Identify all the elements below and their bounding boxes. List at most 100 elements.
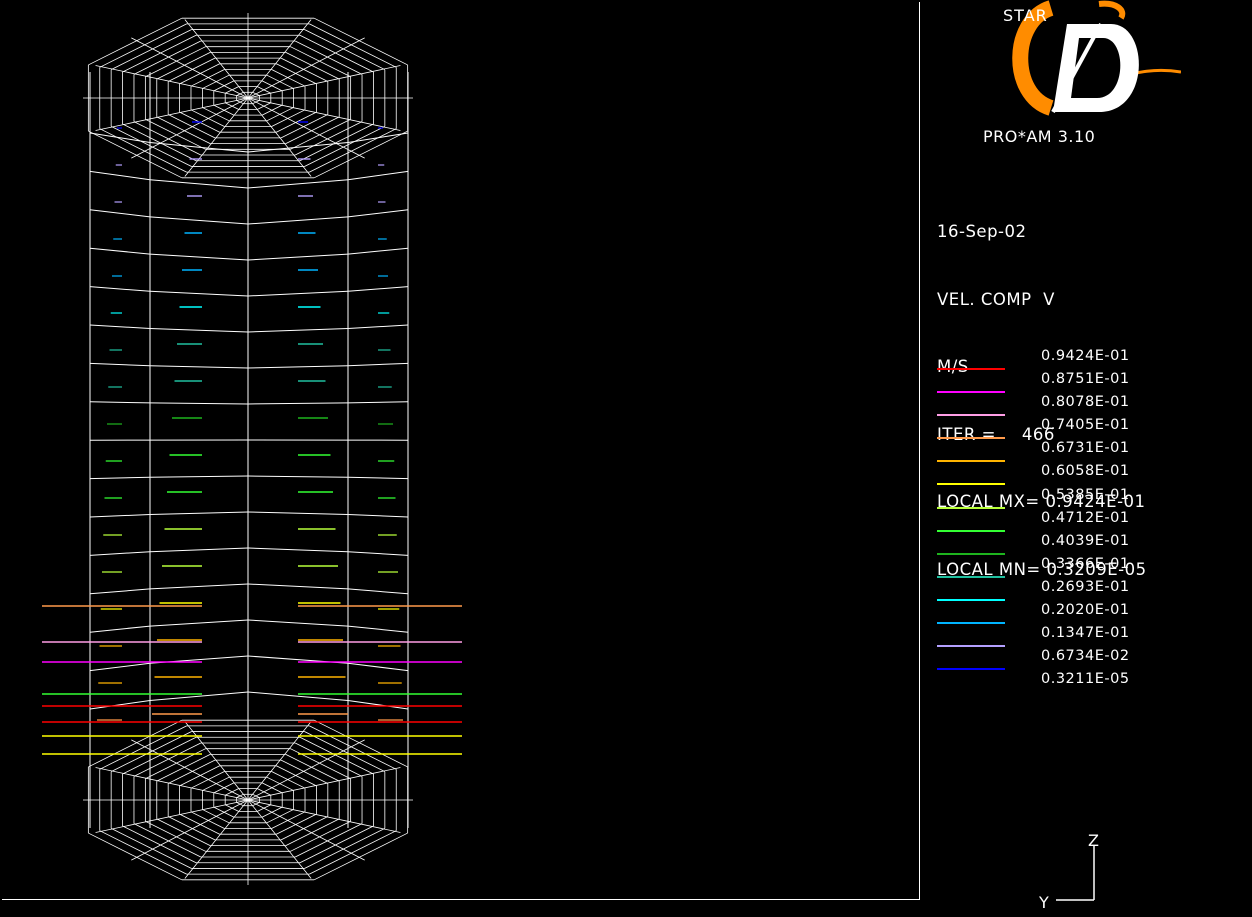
mesh-line bbox=[131, 799, 249, 861]
mesh-line bbox=[290, 748, 351, 780]
mesh-line bbox=[122, 825, 197, 864]
mesh-line bbox=[89, 588, 151, 595]
mesh-line bbox=[271, 69, 306, 87]
mesh-line bbox=[202, 776, 230, 791]
legend-row: 0.9424E-01 bbox=[935, 346, 1235, 370]
mesh-line bbox=[247, 691, 349, 701]
mesh-line bbox=[179, 63, 220, 85]
mesh-line bbox=[295, 823, 363, 858]
mesh-line bbox=[247, 799, 401, 833]
mesh-line bbox=[285, 754, 340, 782]
mesh-line bbox=[88, 719, 183, 768]
mesh-line bbox=[276, 765, 317, 787]
mesh-line bbox=[347, 170, 409, 181]
axis-triad-graphic: Z Y bbox=[1038, 831, 1099, 912]
legend-value: 0.6731E-01 bbox=[1041, 440, 1130, 457]
mesh-line bbox=[285, 818, 340, 846]
legend-row: 0.5385E-01 bbox=[935, 485, 1235, 509]
local-max-label: LOCAL MX= 0.9424E-01 bbox=[937, 492, 1146, 511]
mesh-line bbox=[149, 142, 249, 153]
mesh-line bbox=[89, 625, 151, 633]
mesh-line bbox=[295, 40, 363, 75]
mesh-line bbox=[299, 123, 374, 162]
legend-swatch bbox=[937, 437, 1005, 440]
mesh-line bbox=[89, 362, 151, 367]
mesh-line bbox=[149, 328, 249, 333]
legend-value: 0.4039E-01 bbox=[1041, 532, 1130, 549]
mesh-line bbox=[290, 820, 351, 852]
mesh-viewport[interactable] bbox=[2, 2, 920, 900]
legend-row: 0.6731E-01 bbox=[935, 438, 1235, 463]
mesh-line bbox=[347, 551, 409, 556]
mesh-line bbox=[280, 816, 329, 841]
mesh-line bbox=[266, 107, 294, 122]
mesh-line bbox=[266, 809, 294, 824]
mesh-line bbox=[110, 731, 192, 773]
legend-swatch bbox=[937, 414, 1005, 417]
mesh-line bbox=[347, 625, 409, 633]
mesh-line bbox=[299, 825, 374, 864]
legend-swatch bbox=[937, 529, 1005, 532]
mesh-line bbox=[149, 402, 249, 405]
legend-swatch bbox=[937, 668, 1005, 671]
logo-graphic bbox=[1012, 0, 1182, 116]
legend-row: 0.3211E-05 bbox=[935, 669, 1235, 692]
mesh-line bbox=[184, 721, 249, 801]
mesh-line bbox=[131, 739, 249, 801]
legend-swatch bbox=[937, 552, 1005, 555]
mesh-line bbox=[149, 253, 249, 261]
units-label: M/S bbox=[937, 357, 969, 376]
mesh-line bbox=[247, 179, 349, 189]
mesh-line bbox=[149, 179, 249, 189]
mesh-line bbox=[133, 823, 201, 858]
mesh-line bbox=[285, 52, 340, 80]
mesh-line bbox=[133, 742, 201, 777]
mesh-line bbox=[309, 830, 397, 875]
legend-value: 0.7405E-01 bbox=[1041, 417, 1130, 434]
legend-row: 0.8078E-01 bbox=[935, 392, 1235, 417]
mesh-line bbox=[347, 588, 409, 595]
mesh-line bbox=[184, 799, 249, 879]
mesh-line bbox=[247, 365, 349, 369]
mesh-line bbox=[149, 290, 249, 297]
mesh-line bbox=[247, 97, 312, 177]
mesh-line bbox=[247, 547, 349, 553]
mesh-line bbox=[304, 731, 386, 773]
mesh-line bbox=[167, 759, 216, 784]
legend-value: 0.3211E-05 bbox=[1041, 671, 1130, 688]
mesh-line bbox=[95, 65, 249, 99]
mesh-line bbox=[149, 216, 249, 225]
mesh-line bbox=[295, 121, 363, 156]
mesh-line bbox=[313, 832, 408, 881]
mesh-line bbox=[167, 57, 216, 82]
mesh-line bbox=[347, 286, 409, 292]
mesh-line bbox=[190, 771, 225, 789]
info-block: 16-Sep-02 VEL. COMP V M/S ITER =466 LOCA… bbox=[937, 176, 1147, 626]
mesh-line bbox=[202, 107, 230, 122]
mesh-line bbox=[149, 475, 249, 478]
mesh-line bbox=[202, 74, 230, 89]
version-label: PRO*AM 3.10 bbox=[983, 127, 1096, 146]
legend-value: 0.1347E-01 bbox=[1041, 625, 1130, 642]
mesh-line bbox=[280, 759, 329, 784]
mesh-line bbox=[304, 827, 386, 869]
legend-row: 0.2693E-01 bbox=[935, 577, 1235, 601]
mesh-line bbox=[145, 820, 206, 852]
mesh-line bbox=[145, 748, 206, 780]
legend-row: 0.3366E-01 bbox=[935, 554, 1235, 578]
mesh-line bbox=[247, 799, 365, 861]
mesh-line bbox=[110, 827, 192, 869]
legend-row: 0.6734E-02 bbox=[935, 646, 1235, 671]
mesh-line bbox=[89, 476, 151, 480]
mesh-line bbox=[290, 46, 351, 78]
mesh-line bbox=[304, 29, 386, 71]
side-panel: STAR PRO*AM 3.10 16-Sep-02 VEL. COMP V M… bbox=[921, 0, 1252, 917]
axis-y-label: Y bbox=[1038, 893, 1049, 910]
legend-value: 0.4712E-01 bbox=[1041, 509, 1130, 526]
axis-triad: Z Y bbox=[981, 820, 1121, 912]
mesh-line bbox=[167, 816, 216, 841]
mesh-line bbox=[99, 23, 187, 68]
mesh-line bbox=[89, 286, 151, 292]
mesh-line bbox=[290, 118, 351, 150]
